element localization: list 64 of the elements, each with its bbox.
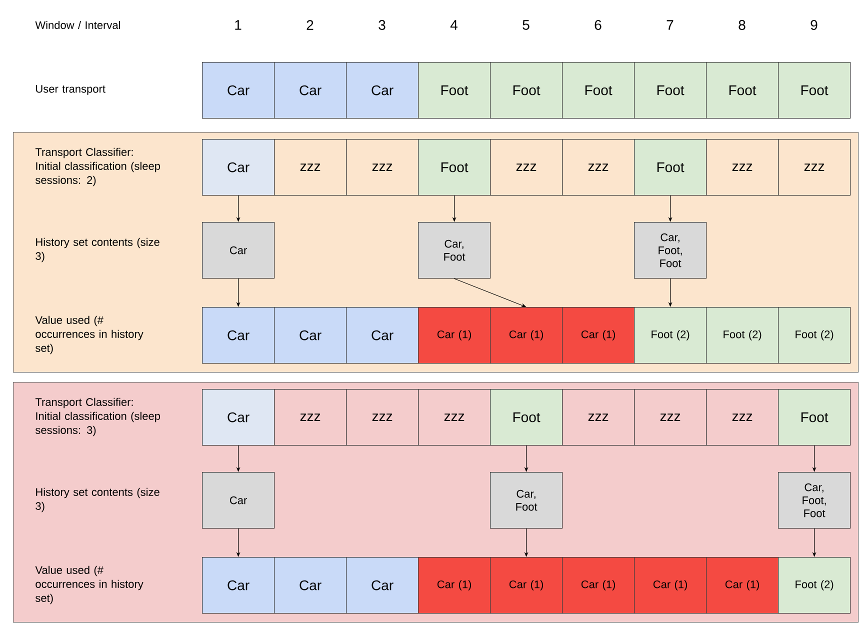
- cell: Foot: [634, 62, 707, 119]
- header: Window / Interval: [35, 20, 120, 30]
- column-number: 4: [450, 20, 458, 30]
- cell: zzz: [274, 389, 347, 446]
- history-box: Car: [202, 472, 275, 529]
- column-number: 3: [378, 20, 386, 30]
- cell: Car (1): [418, 557, 491, 614]
- history-box: Car, Foot: [418, 222, 491, 279]
- cell: zzz: [274, 139, 347, 196]
- cell: Car: [202, 307, 275, 364]
- cell: Car: [202, 139, 275, 196]
- cell: Foot: [778, 389, 851, 446]
- history-box: Car: [202, 222, 275, 279]
- cell: Car: [346, 62, 419, 119]
- column-number: 2: [306, 20, 314, 30]
- column-number: 5: [522, 20, 530, 30]
- column-number: 8: [738, 20, 746, 30]
- cell: Foot (2): [778, 557, 851, 614]
- cell: Car (1): [562, 557, 635, 614]
- cell: Foot (2): [706, 307, 779, 364]
- cell: Car: [346, 307, 419, 364]
- cell: Car (1): [634, 557, 707, 614]
- cell: Foot: [634, 139, 707, 196]
- row-label: Transport Classifier: Initial classification (sleep sessions: 2): [35, 148, 160, 186]
- column-number: 1: [235, 20, 242, 30]
- cell: Foot: [562, 62, 635, 119]
- cell: Foot: [490, 62, 563, 119]
- cell: Car: [274, 62, 347, 119]
- row-label: User transport: [36, 85, 106, 95]
- cell: Car: [202, 62, 275, 119]
- cell: Car: [274, 557, 347, 614]
- cell: zzz: [346, 389, 419, 446]
- column-number: 7: [666, 20, 674, 30]
- row-label: Transport Classifier: Initial classification (sleep sessions: 3): [35, 398, 160, 436]
- history-box: Car, Foot: [490, 472, 563, 529]
- row-label: History set contents (size 3): [36, 488, 160, 512]
- column-number: 9: [810, 20, 818, 30]
- cell: zzz: [706, 139, 779, 196]
- cell: Foot (2): [634, 307, 707, 364]
- cell: Car (1): [418, 307, 491, 364]
- cell: Car: [346, 557, 419, 614]
- history-box: Car, Foot, Foot: [778, 472, 851, 529]
- history-box: Car, Foot, Foot: [634, 222, 707, 279]
- cell: Foot (2): [778, 307, 851, 364]
- cell: zzz: [562, 389, 635, 446]
- cell: Foot: [706, 62, 779, 119]
- cell: Car (1): [562, 307, 635, 364]
- cell: Car (1): [706, 557, 779, 614]
- cell: Car: [274, 307, 347, 364]
- cell: Foot: [418, 139, 491, 196]
- column-number: 6: [594, 20, 602, 30]
- cell: zzz: [634, 389, 707, 446]
- cell: zzz: [490, 139, 563, 196]
- row-label: Value used (# occurrences in history set): [35, 566, 144, 604]
- cell: zzz: [778, 139, 851, 196]
- cell: Foot: [490, 389, 563, 446]
- cell: Car (1): [490, 307, 563, 364]
- cell: Foot: [778, 62, 851, 119]
- cell: Car: [202, 389, 275, 446]
- cell: Foot: [418, 62, 491, 119]
- row-label: History set contents (size 3): [36, 238, 160, 262]
- cell: Car (1): [490, 557, 563, 614]
- row-label: Value used (# occurrences in history set): [35, 316, 144, 354]
- cell: Car: [202, 557, 275, 614]
